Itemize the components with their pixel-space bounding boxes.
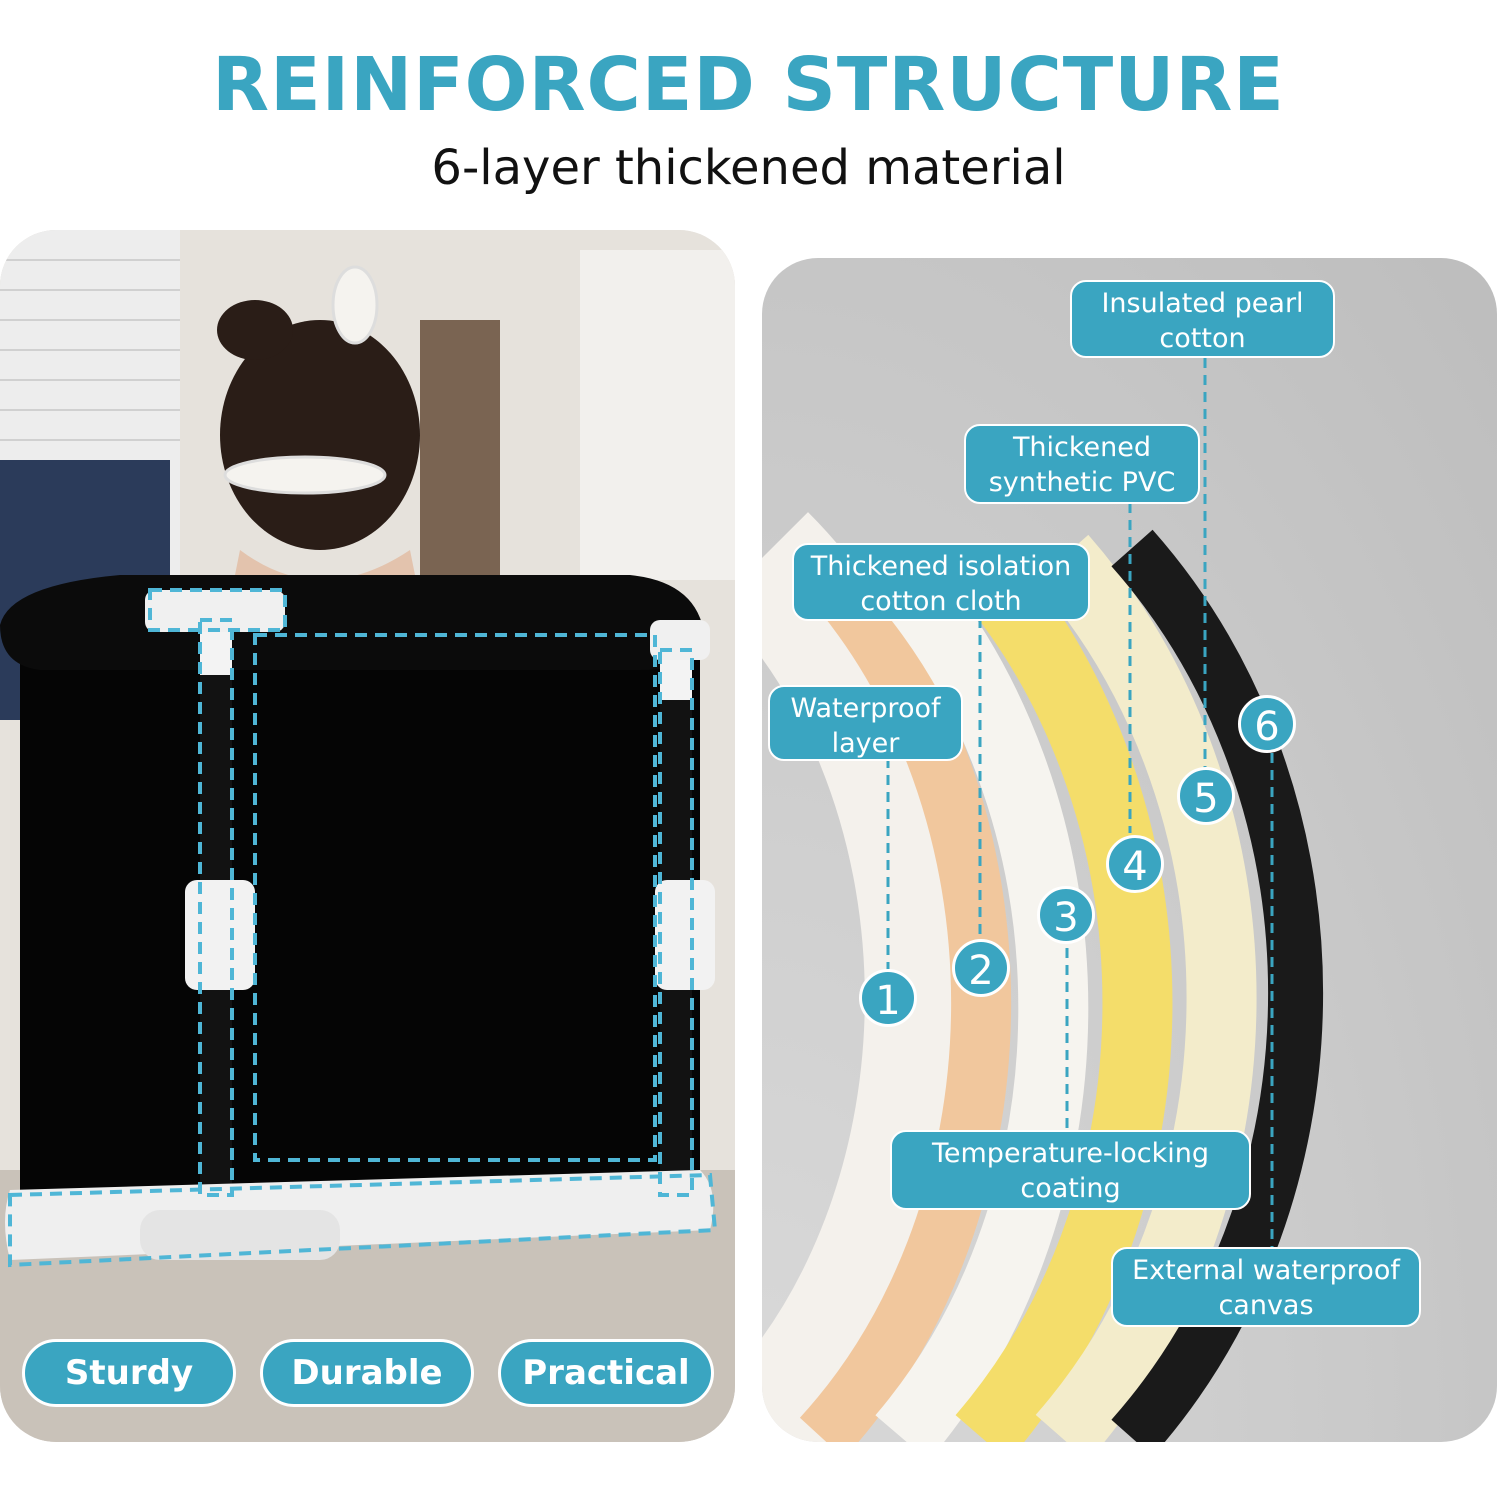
page-title: REINFORCED STRUCTURE — [212, 42, 1285, 128]
layer-6-number: 6 — [1238, 695, 1296, 753]
layer-2-label: Thickened isolation cotton cloth — [792, 543, 1090, 621]
layer-1-number: 1 — [859, 969, 917, 1027]
layer-5-label: Insulated pearl cotton — [1070, 280, 1335, 358]
layer-4-band — [955, 545, 1173, 1442]
layer-2-band — [799, 547, 1012, 1442]
layer-4-number: 4 — [1106, 835, 1164, 893]
layer-1-label: Waterproof layer — [768, 685, 963, 761]
product-photo-panel: Sturdy Durable Practical — [0, 230, 735, 1442]
layer-3-number: 3 — [1037, 886, 1095, 944]
layer-5-number: 5 — [1177, 767, 1235, 825]
layer-2-number: 2 — [952, 939, 1010, 997]
sauna-illustration — [0, 230, 735, 1442]
layer-6-label: External waterproof canvas — [1111, 1247, 1421, 1327]
layer-4-label: Thickened synthetic PVC — [964, 424, 1200, 504]
layer-diagram-panel: Waterproof layer Thickened isolation cot… — [762, 258, 1497, 1442]
layer-3-band — [875, 555, 1089, 1442]
feature-badge-practical: Practical — [498, 1339, 714, 1407]
feature-badge-sturdy: Sturdy — [22, 1339, 236, 1407]
feature-badge-durable: Durable — [260, 1339, 474, 1407]
layer-3-label: Temperature-locking coating — [890, 1130, 1251, 1210]
page-subtitle: 6-layer thickened material — [431, 140, 1066, 196]
